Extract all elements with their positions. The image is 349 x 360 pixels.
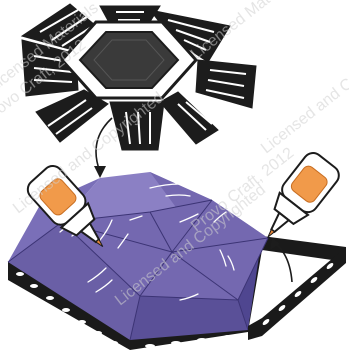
watermark-line: Licensed and Copyrighted: [258, 29, 349, 157]
trim-strip: [248, 247, 346, 340]
